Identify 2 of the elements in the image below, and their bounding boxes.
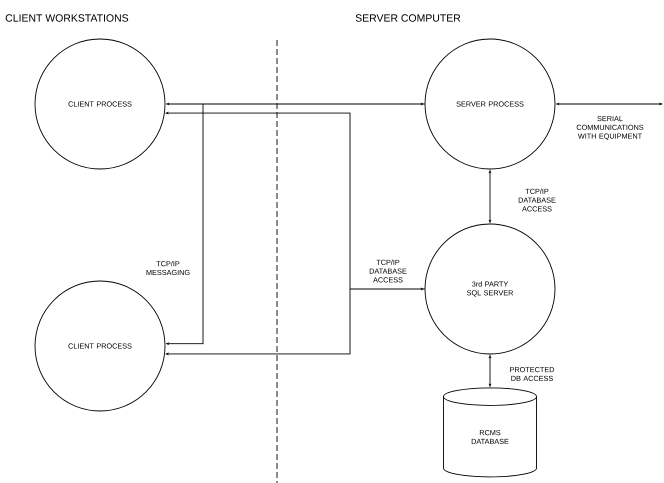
section-heading: SERVER COMPUTER: [356, 14, 460, 22]
section-heading: CLIENT WORKSTATIONS: [6, 14, 128, 22]
